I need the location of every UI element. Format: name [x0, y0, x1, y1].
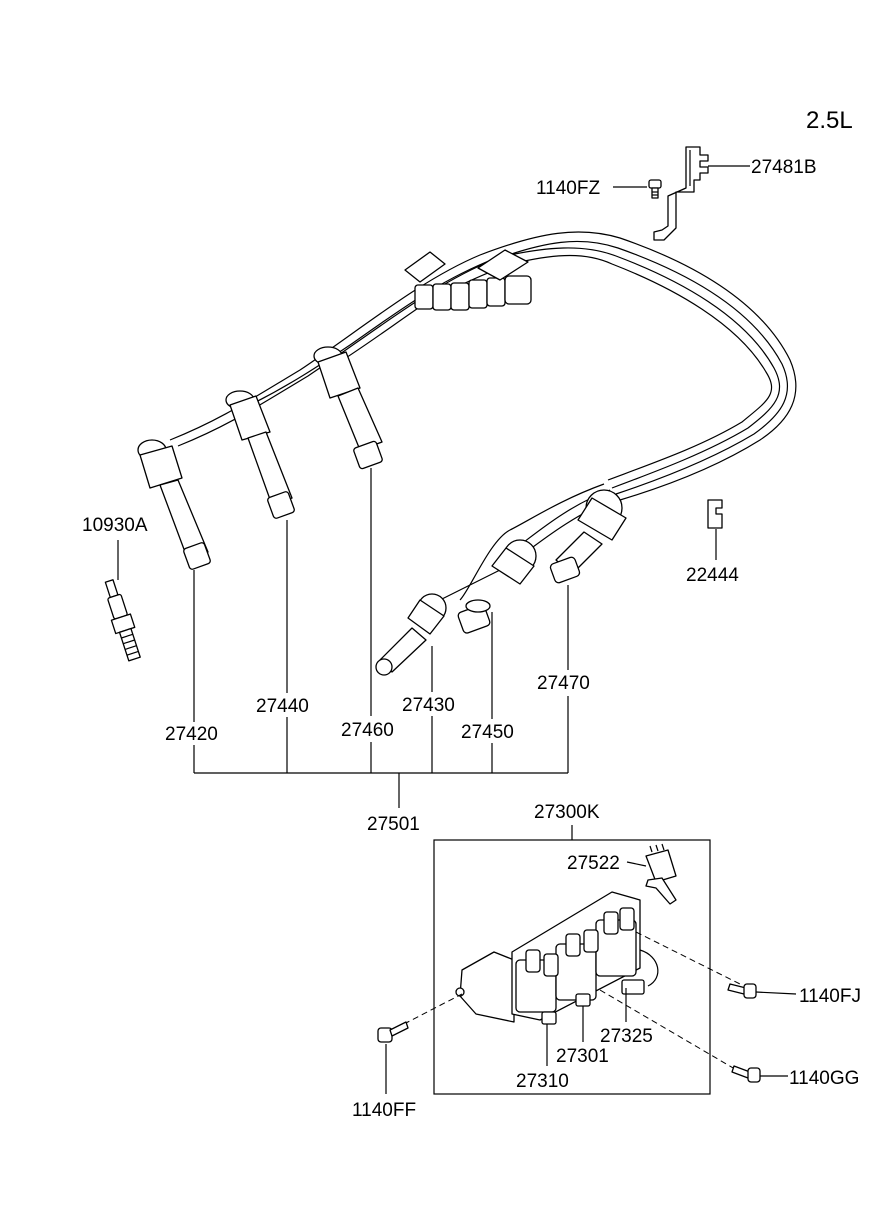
bolt-1140ff-drawing	[377, 1021, 409, 1043]
label-10930a: 10930A	[82, 515, 148, 536]
label-1140ff: 1140FF	[352, 1100, 416, 1121]
label-27450: 27450	[461, 722, 514, 743]
label-27501: 27501	[367, 814, 420, 835]
bolt-1140fj-drawing	[727, 983, 757, 999]
label-1140gg: 1140GG	[789, 1068, 859, 1089]
label-1140fz: 1140FZ	[536, 178, 600, 199]
plug-wire-27470-drawing	[549, 489, 627, 584]
label-27300k: 27300K	[534, 802, 600, 823]
plug-wire-27430-drawing	[375, 593, 447, 676]
label-22444: 22444	[686, 565, 739, 586]
bolt-1140gg-drawing	[731, 1065, 761, 1083]
label-27440: 27440	[256, 696, 309, 717]
label-27460: 27460	[341, 720, 394, 741]
connector-27522-drawing	[645, 843, 677, 905]
bracket-27481b-drawing	[653, 146, 709, 241]
plug-wire-27420-drawing	[137, 439, 211, 570]
coil-assembly-box	[433, 839, 711, 1095]
harness-clips-drawing	[404, 249, 532, 311]
spark-plug-10930a-drawing	[104, 579, 141, 662]
label-1140fj: 1140FJ	[799, 986, 861, 1007]
label-27310: 27310	[516, 1071, 569, 1092]
plug-wire-27440-drawing	[225, 390, 295, 519]
engine-displacement-label: 2.5L	[806, 107, 853, 134]
leader-27522	[626, 861, 647, 867]
clip-22444-drawing	[707, 499, 723, 529]
plug-wire-27450-drawing	[457, 539, 537, 634]
label-27301: 27301	[556, 1046, 609, 1067]
screw-1140fz-drawing	[648, 179, 662, 199]
label-27420: 27420	[165, 724, 218, 745]
dash-line-1140gg	[599, 989, 741, 1073]
plug-wire-27460-drawing	[313, 346, 383, 470]
label-27470: 27470	[537, 673, 590, 694]
ignition-coil-pack-drawing	[455, 891, 659, 1025]
label-27325: 27325	[600, 1026, 653, 1047]
leader-1140fj	[755, 991, 797, 995]
label-27522: 27522	[567, 853, 620, 874]
dash-line-1140fj	[635, 931, 741, 985]
cable-set-bracket	[193, 468, 569, 808]
dash-line-1140ff	[403, 993, 463, 1025]
label-27481b: 27481B	[751, 157, 817, 178]
label-27430: 27430	[402, 695, 455, 716]
